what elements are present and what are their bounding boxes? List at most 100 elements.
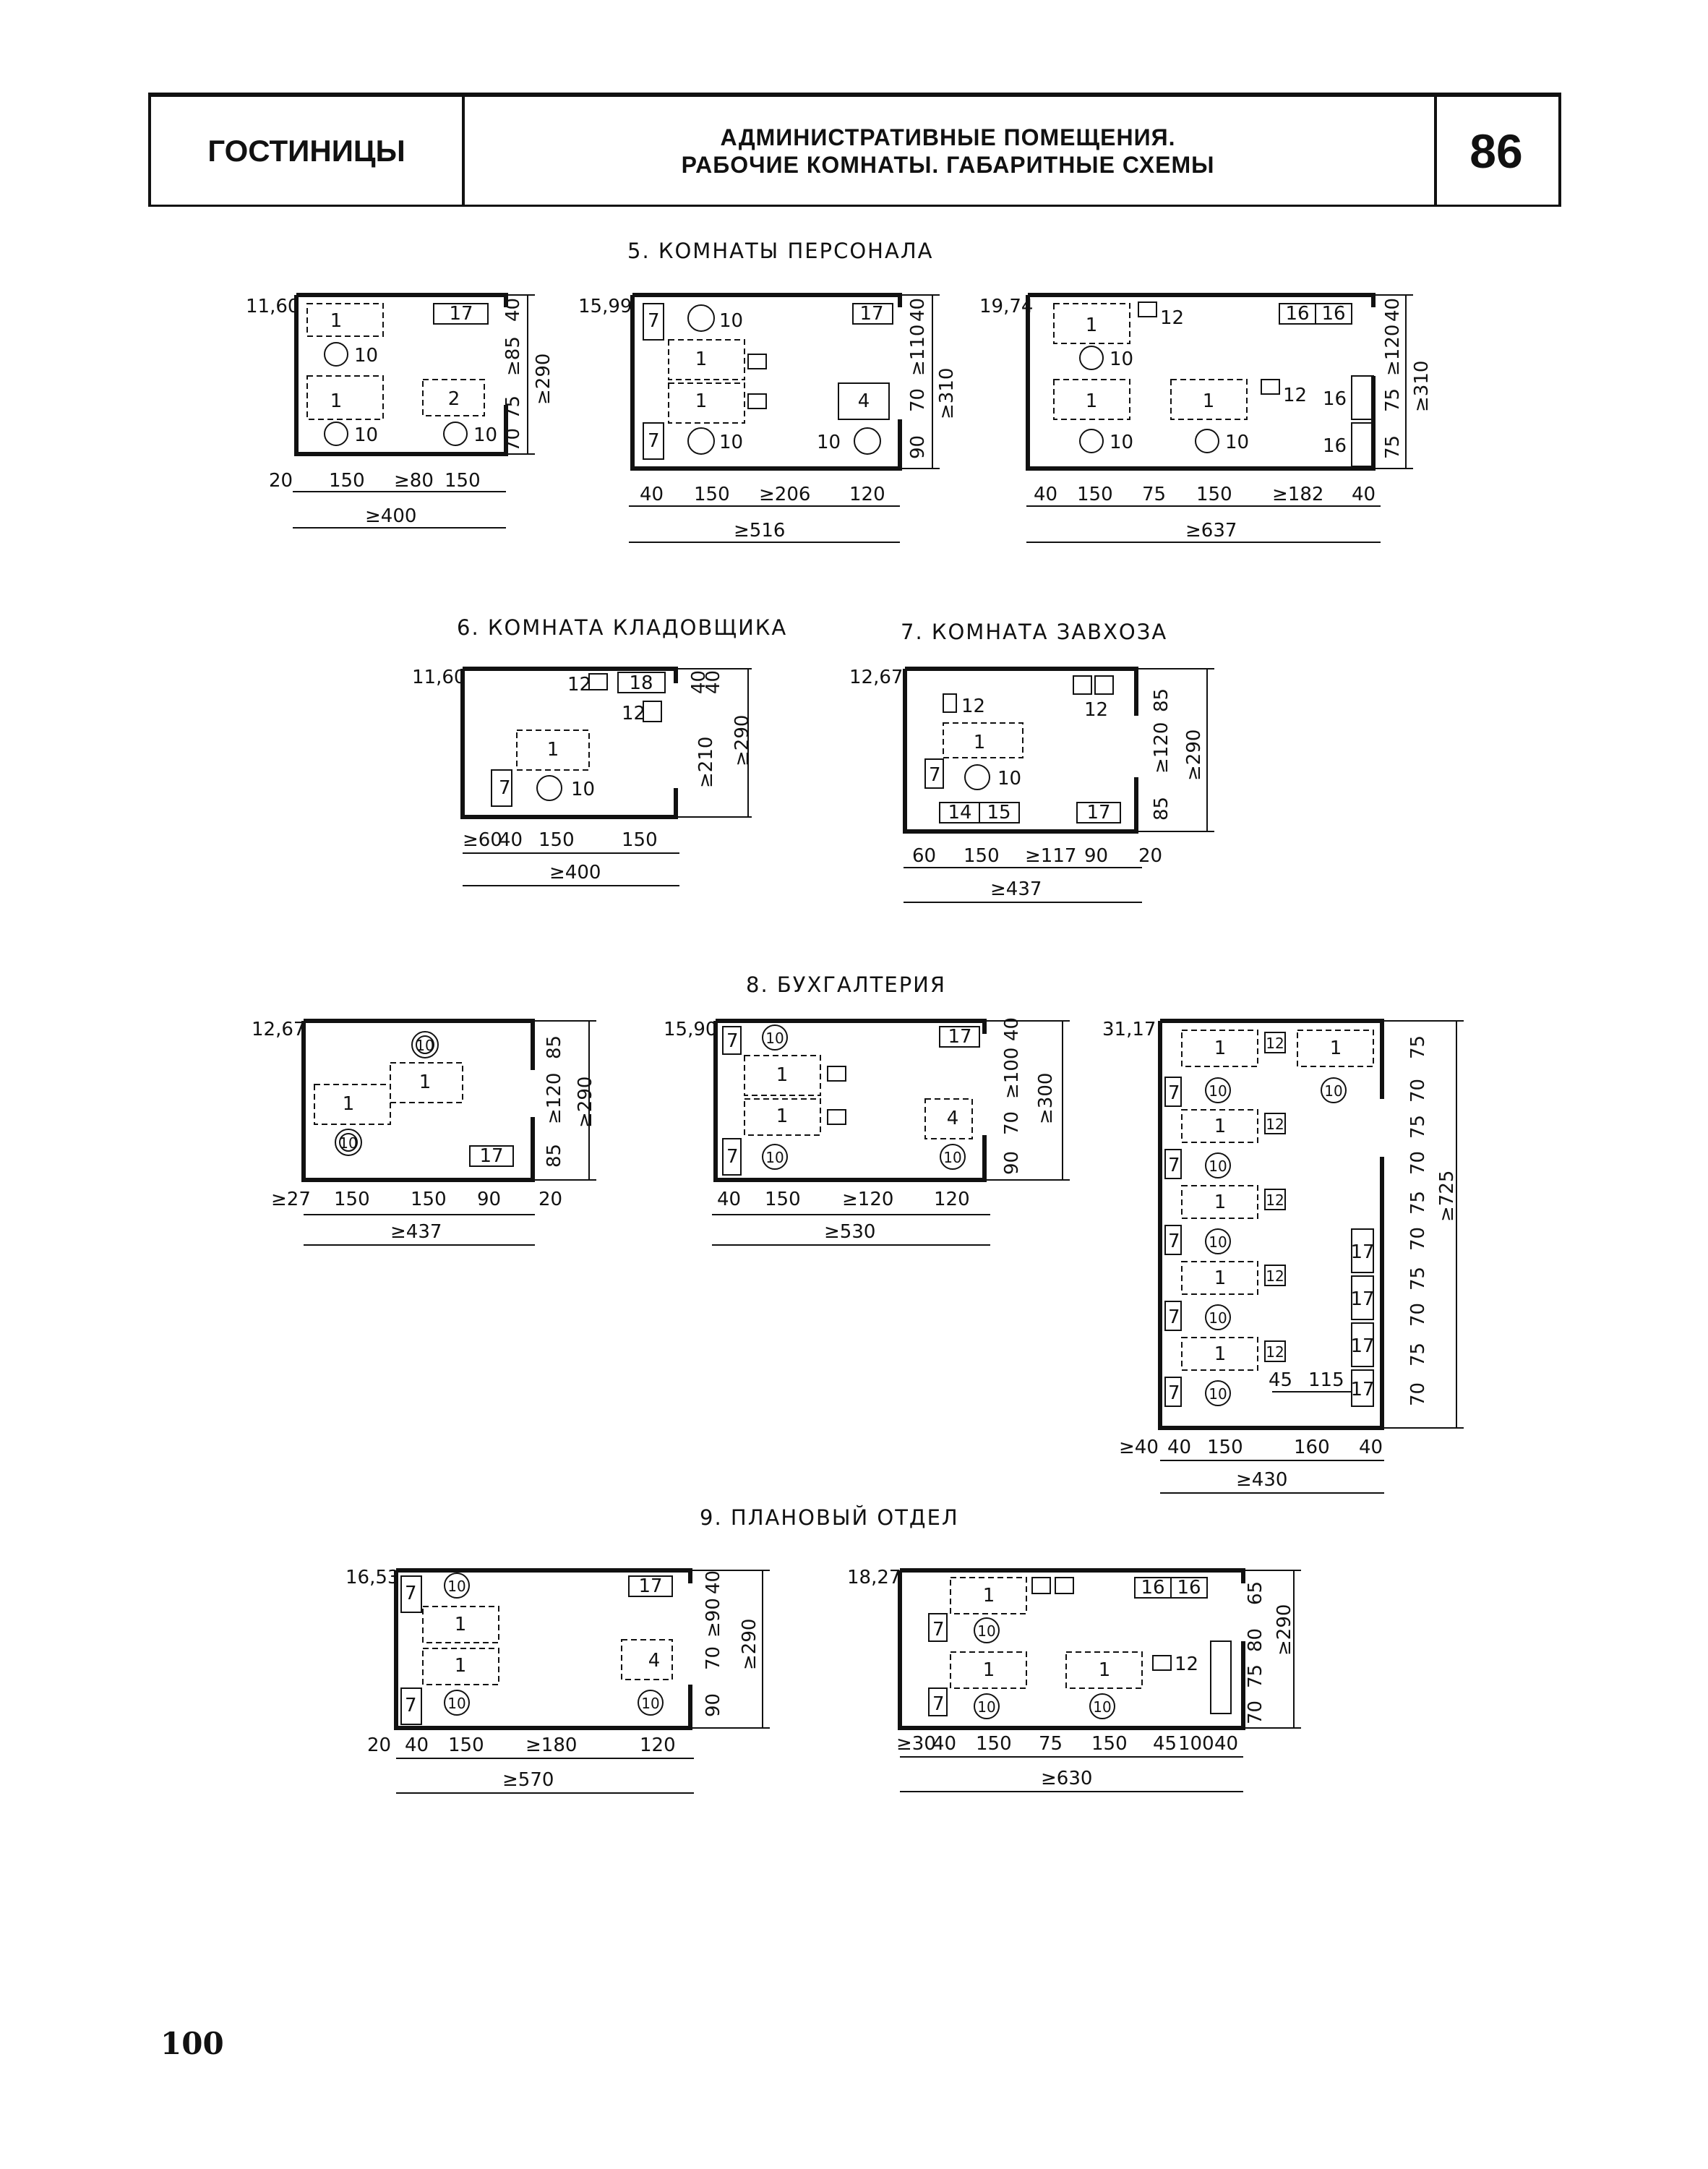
svg-text:40: 40	[932, 1733, 956, 1755]
svg-text:10: 10	[1324, 1082, 1342, 1100]
svg-text:≥290: ≥290	[533, 354, 554, 405]
svg-text:150: 150	[334, 1189, 370, 1210]
svg-text:≥290: ≥290	[739, 1619, 760, 1670]
svg-text:16: 16	[1321, 303, 1345, 325]
svg-text:85: 85	[1151, 688, 1172, 712]
plan-8b-area: 15,90	[664, 1019, 717, 1040]
svg-text:70: 70	[907, 388, 929, 412]
svg-text:10: 10	[354, 424, 378, 446]
svg-text:1: 1	[1086, 390, 1098, 412]
svg-text:10: 10	[339, 1134, 357, 1152]
svg-text:40: 40	[688, 670, 710, 694]
section-title-8: 8. БУХГАЛТЕРИЯ	[746, 972, 947, 997]
sheet-title-line2: РАБОЧИЕ КОМНАТЫ. ГАБАРИТНЫЕ СХЕМЫ	[681, 151, 1215, 178]
svg-text:10: 10	[977, 1698, 995, 1716]
svg-text:16: 16	[1141, 1577, 1164, 1599]
svg-text:18: 18	[629, 672, 653, 694]
svg-text:1: 1	[330, 310, 343, 332]
svg-text:16: 16	[1177, 1577, 1201, 1599]
svg-text:2: 2	[448, 388, 460, 410]
svg-text:1: 1	[695, 348, 708, 370]
svg-text:≥40: ≥40	[1119, 1437, 1159, 1458]
svg-text:4: 4	[648, 1650, 661, 1672]
svg-text:150: 150	[538, 829, 575, 851]
svg-text:12: 12	[1266, 1267, 1284, 1285]
svg-text:12: 12	[1084, 699, 1108, 721]
svg-text:40: 40	[405, 1734, 429, 1756]
plan-9a-area: 16,53	[346, 1567, 399, 1588]
svg-text:10: 10	[977, 1622, 995, 1640]
svg-text:7: 7	[1168, 1231, 1180, 1252]
svg-text:12: 12	[622, 703, 645, 724]
svg-text:40: 40	[499, 829, 523, 851]
svg-text:10: 10	[817, 432, 841, 453]
plan-6	[460, 667, 752, 886]
svg-text:40: 40	[640, 484, 664, 505]
svg-text:1: 1	[547, 739, 559, 761]
svg-text:150: 150	[694, 484, 730, 505]
svg-text:7: 7	[726, 1030, 739, 1052]
svg-text:1: 1	[455, 1655, 467, 1677]
svg-text:65: 65	[1245, 1581, 1266, 1605]
svg-text:1: 1	[419, 1071, 432, 1093]
svg-text:1: 1	[1214, 1267, 1227, 1289]
plan-7-area: 12,67	[849, 667, 903, 688]
svg-text:120: 120	[640, 1734, 676, 1756]
svg-text:75: 75	[1407, 1035, 1429, 1059]
svg-text:≥80: ≥80	[394, 470, 434, 492]
svg-text:7: 7	[1168, 1382, 1180, 1404]
svg-text:≥90: ≥90	[703, 1598, 724, 1638]
svg-text:7: 7	[648, 310, 660, 332]
svg-text:75: 75	[1039, 1733, 1063, 1755]
svg-text:10: 10	[571, 779, 595, 800]
svg-text:16: 16	[1323, 388, 1347, 410]
svg-text:7: 7	[405, 1583, 417, 1604]
svg-text:1: 1	[1214, 1343, 1227, 1365]
plan-8c	[1158, 1019, 1464, 1494]
svg-text:10: 10	[1209, 1082, 1227, 1100]
svg-text:1: 1	[455, 1614, 467, 1635]
plan-5a-area: 11,60	[246, 296, 299, 317]
svg-text:10: 10	[943, 1149, 961, 1166]
sheet-title-line1: АДМИНИСТРАТИВНЫЕ ПОМЕЩЕНИЯ.	[720, 124, 1176, 150]
svg-text:70: 70	[1407, 1151, 1429, 1175]
svg-text:16: 16	[1285, 303, 1309, 325]
svg-text:≥430: ≥430	[1236, 1469, 1287, 1491]
plan-9b-area: 18,27	[847, 1567, 901, 1588]
svg-text:17: 17	[1086, 802, 1110, 823]
plan-6-area: 11,60	[412, 667, 465, 688]
svg-text:80: 80	[1245, 1628, 1266, 1652]
svg-text:≥437: ≥437	[390, 1221, 442, 1243]
svg-text:150: 150	[622, 829, 658, 851]
svg-text:10: 10	[765, 1149, 784, 1166]
svg-text:17: 17	[1350, 1241, 1374, 1263]
svg-text:≥117: ≥117	[1025, 845, 1076, 867]
svg-text:70: 70	[1407, 1227, 1429, 1251]
svg-text:90: 90	[477, 1189, 501, 1210]
svg-text:10: 10	[719, 310, 743, 332]
svg-text:≥516: ≥516	[734, 520, 785, 542]
svg-text:40: 40	[1382, 298, 1404, 322]
svg-text:17: 17	[638, 1575, 662, 1597]
svg-text:17: 17	[1350, 1335, 1374, 1357]
svg-text:17: 17	[859, 303, 883, 325]
svg-text:≥120: ≥120	[1151, 722, 1172, 774]
svg-text:40: 40	[703, 670, 724, 694]
svg-text:1: 1	[1330, 1038, 1342, 1059]
svg-text:12: 12	[1266, 1116, 1284, 1133]
svg-text:4: 4	[858, 390, 870, 412]
svg-text:120: 120	[849, 484, 885, 505]
svg-text:90: 90	[1001, 1151, 1023, 1175]
svg-text:10: 10	[1225, 432, 1249, 453]
svg-text:150: 150	[964, 845, 1000, 867]
svg-text:≥120: ≥120	[544, 1073, 565, 1124]
plan-8a-area: 12,67	[252, 1019, 305, 1040]
section-title-6: 6. КОМНАТА КЛАДОВЩИКА	[457, 615, 788, 640]
svg-text:150: 150	[1077, 484, 1113, 505]
svg-text:115: 115	[1308, 1369, 1344, 1391]
svg-text:≥290: ≥290	[575, 1077, 596, 1128]
svg-text:70: 70	[1245, 1700, 1266, 1724]
svg-text:40: 40	[1001, 1017, 1023, 1041]
svg-text:≥310: ≥310	[1411, 361, 1433, 412]
section-title-9: 9. ПЛАНОВЫЙ ОТДЕЛ	[700, 1505, 959, 1530]
